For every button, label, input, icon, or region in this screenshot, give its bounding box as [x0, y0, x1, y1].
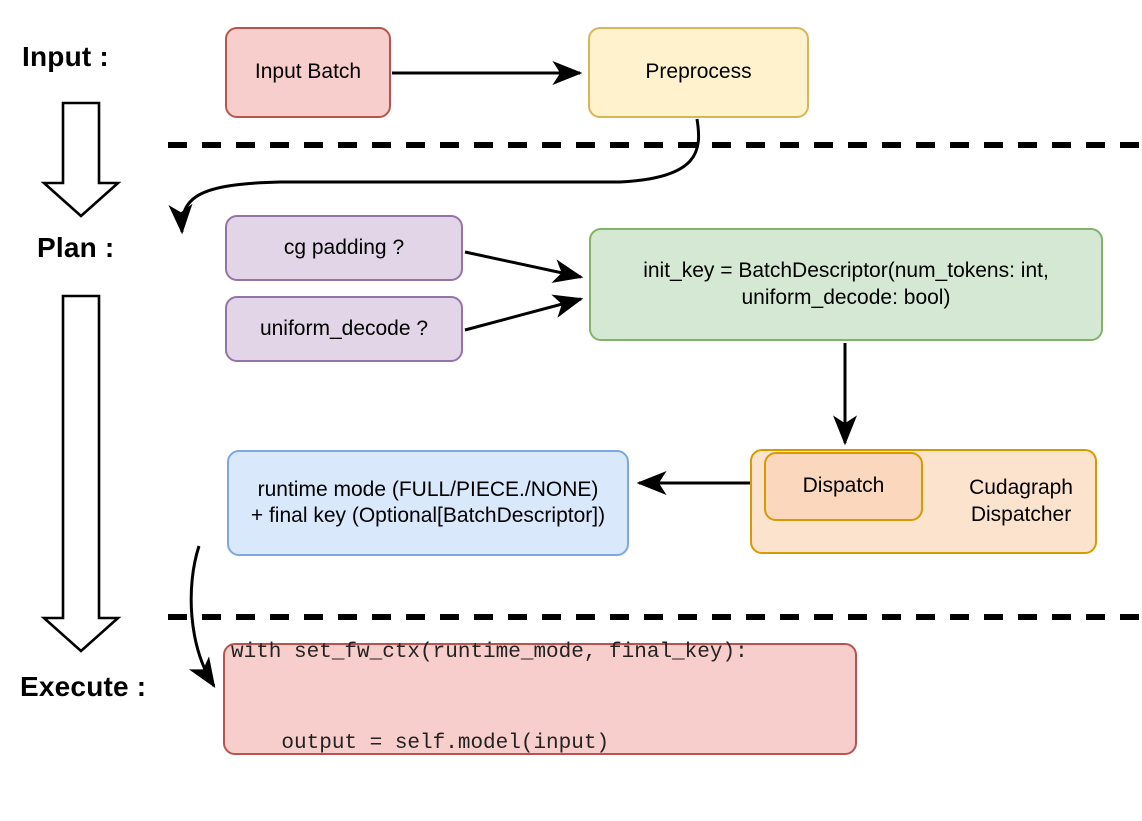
stage-arrow-plan-to-execute [40, 294, 122, 653]
node-execute-code[interactable]: with set_fw_ctx(runtime_mode, final_key)… [223, 641, 857, 755]
node-execute-code-line2: output = self.model(input) [231, 732, 610, 756]
edge-cgpadding-to-initkey [464, 250, 584, 283]
stage-label-plan: Plan : [37, 232, 115, 263]
node-cudagraph-dispatcher-line2: Dispatcher [970, 502, 1072, 526]
node-execute-code-line1: with set_fw_ctx(runtime_mode, final_key)… [231, 641, 748, 665]
node-runtime-mode[interactable]: runtime mode (FULL/PIECE./NONE) + final … [227, 450, 629, 556]
node-uniform-decode[interactable]: uniform_decode ? [225, 296, 463, 362]
node-cudagraph-dispatcher-line1: Cudagraph [969, 476, 1073, 500]
node-preprocess[interactable]: Preprocess [588, 27, 809, 118]
diagram-canvas: Input : Plan : Execute : Input Batch Pre… [20, 27, 1141, 755]
node-init-key-line1: init_key = BatchDescriptor(num_tokens: i… [643, 259, 1049, 283]
node-runtime-mode-line1: runtime mode (FULL/PIECE./NONE) [257, 477, 599, 501]
stage-arrow-input-to-plan [40, 101, 122, 218]
stage-label-input: Input : [22, 41, 109, 72]
node-init-key-line2: uniform_decode: bool) [741, 285, 951, 309]
stage-label-execute: Execute : [20, 671, 147, 702]
node-input-batch[interactable]: Input Batch [225, 27, 391, 118]
edge-runtimemode-to-code [188, 545, 216, 689]
node-init-key[interactable]: init_key = BatchDescriptor(num_tokens: i… [589, 228, 1103, 341]
node-runtime-mode-line2: + final key (Optional[BatchDescriptor]) [250, 504, 606, 527]
node-cg-padding[interactable]: cg padding ? [225, 215, 463, 281]
edge-preprocess-to-cgpadding [168, 118, 701, 235]
edge-layer [40, 61, 1141, 689]
node-dispatch[interactable]: Dispatch [764, 452, 923, 521]
edge-uniformdecode-to-initkey [464, 294, 584, 332]
